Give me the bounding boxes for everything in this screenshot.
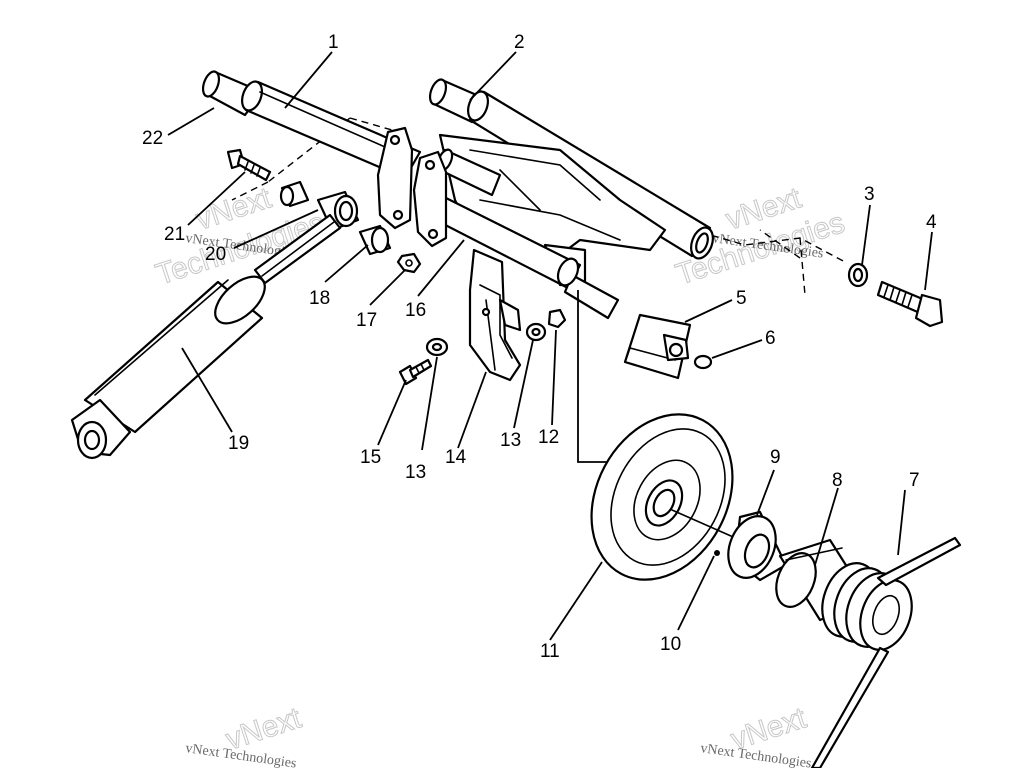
callout-14: 14 [445,447,467,468]
callout-9: 9 [770,447,781,468]
hex-bolt [876,280,944,328]
callout-3: 3 [864,184,875,205]
callout-1: 1 [328,32,339,53]
callout-labels: 1 2 3 4 5 6 7 8 9 10 11 12 13 14 13 15 1… [142,32,937,662]
callout-13-right: 13 [500,430,521,451]
callout-2: 2 [514,32,525,53]
retaining-ring [693,354,713,370]
callout-11: 11 [540,641,560,662]
tensioner-bracket [468,248,522,382]
set-point [714,550,720,556]
callout-12: 12 [538,427,559,448]
callout-18: 18 [309,288,330,309]
shock-bolt [226,148,272,182]
bearing [727,510,788,582]
washer-13-left [425,337,449,357]
callout-7: 7 [909,470,920,491]
callout-19: 19 [228,433,249,454]
callout-8: 8 [832,470,843,491]
callout-4: 4 [926,212,937,233]
lock-washer [847,262,869,288]
callout-6: 6 [765,328,776,349]
watermark-bottom-right: vNext vNext Technologies [699,701,812,768]
washer-13-right [525,322,547,342]
callout-22: 22 [142,128,163,149]
callout-20: 20 [205,244,226,265]
callout-16: 16 [405,300,426,321]
screw-15 [398,358,433,386]
wheel-axis-line [671,509,741,541]
idler-wheel [590,413,734,581]
mounting-plate [376,126,448,248]
lock-nut-17 [396,252,422,274]
shock-absorber [70,213,342,460]
bushing-20 [279,180,310,208]
torsion-spring [810,536,962,768]
callout-17: 17 [356,310,377,331]
watermark-bottom-left: vNext vNext Technologies [184,701,306,768]
callout-10: 10 [660,634,681,655]
slide-block [623,313,692,380]
callout-5: 5 [736,288,747,309]
callout-15: 15 [360,447,381,468]
bushing-18 [358,224,392,256]
pulley-axle-guide [577,290,608,463]
callout-13-left: 13 [405,462,426,483]
callout-21: 21 [164,224,185,245]
leader-lines [167,51,933,641]
nut-12 [547,308,567,329]
